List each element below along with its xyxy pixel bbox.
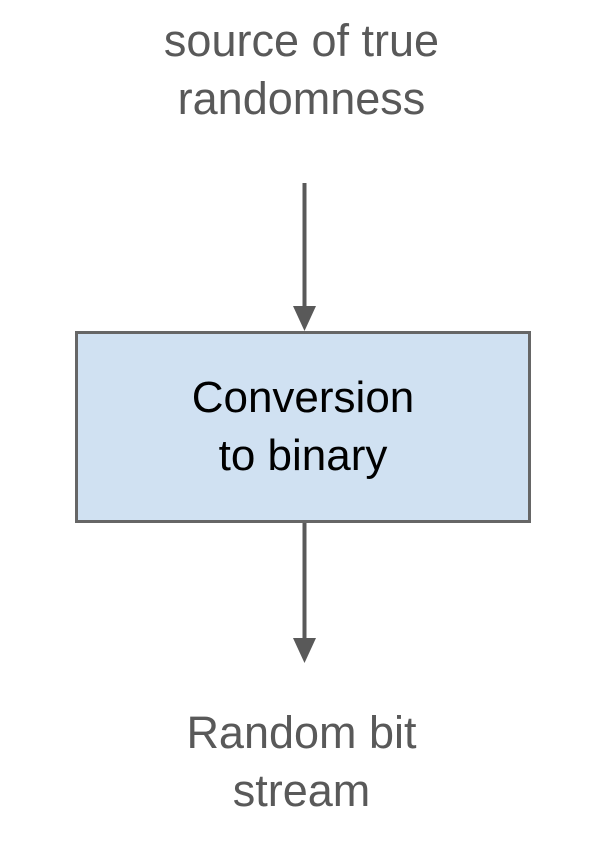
node-label-random-bit-stream: Random bit stream	[186, 707, 417, 816]
arrow-process-to-output	[293, 523, 316, 663]
process-box-label: Conversion to binary	[191, 373, 415, 480]
arrow-source-to-process	[293, 183, 316, 331]
node-label-source-of-true-randomness: source of true randomness	[163, 15, 440, 124]
arrow-head-top	[293, 306, 316, 331]
process-box-conversion-to-binary: Conversion to binary	[75, 331, 531, 523]
arrow-head-bottom	[293, 638, 316, 663]
